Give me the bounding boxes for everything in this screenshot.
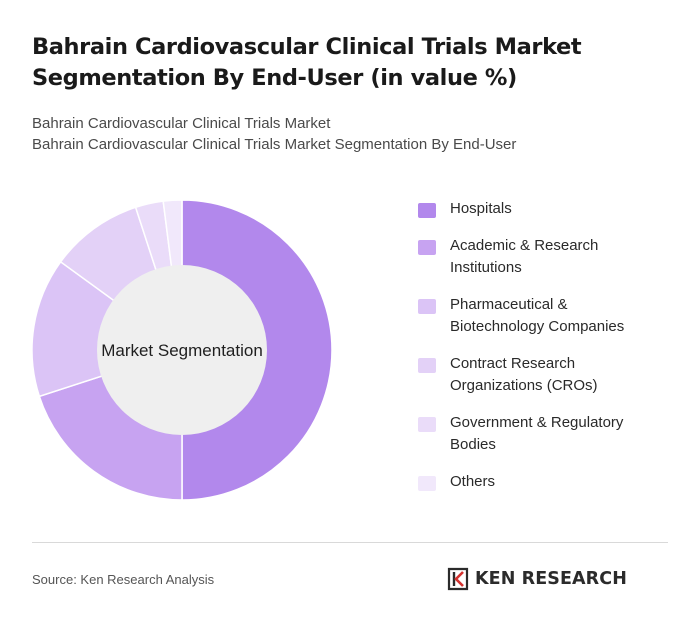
legend-label: Hospitals — [450, 200, 512, 217]
donut-chart: Market Segmentation — [31, 199, 333, 501]
subtitle-line-2: Bahrain Cardiovascular Clinical Trials M… — [32, 136, 517, 153]
legend-label: Others — [450, 473, 496, 490]
legend-swatch — [418, 240, 436, 255]
source-note: Source: Ken Research Analysis — [32, 572, 215, 587]
legend-item: Hospitals — [418, 198, 668, 220]
legend-swatch — [418, 358, 436, 373]
legend-item: Others — [418, 471, 668, 493]
brand: KEN RESEARCH — [447, 567, 627, 591]
legend-item: Pharmaceutical &Biotechnology Companies — [418, 294, 668, 338]
donut-hole — [97, 265, 267, 435]
subtitle-line-1: Bahrain Cardiovascular Clinical Trials M… — [32, 115, 331, 132]
donut-center-label: Market Segmentation — [101, 341, 263, 360]
legend-label: Pharmaceutical &Biotechnology Companies — [450, 296, 625, 335]
ken-research-logo-icon — [447, 567, 469, 591]
legend-swatch — [418, 476, 436, 491]
chart-title: Bahrain Cardiovascular Clinical Trials M… — [32, 34, 582, 91]
footer-divider — [32, 542, 668, 543]
legend-swatch — [418, 417, 436, 432]
chart-subtitle: Bahrain Cardiovascular Clinical Trials M… — [32, 113, 516, 155]
legend-swatch — [418, 203, 436, 218]
brand-name: KEN RESEARCH — [475, 569, 627, 589]
legend-swatch — [418, 299, 436, 314]
